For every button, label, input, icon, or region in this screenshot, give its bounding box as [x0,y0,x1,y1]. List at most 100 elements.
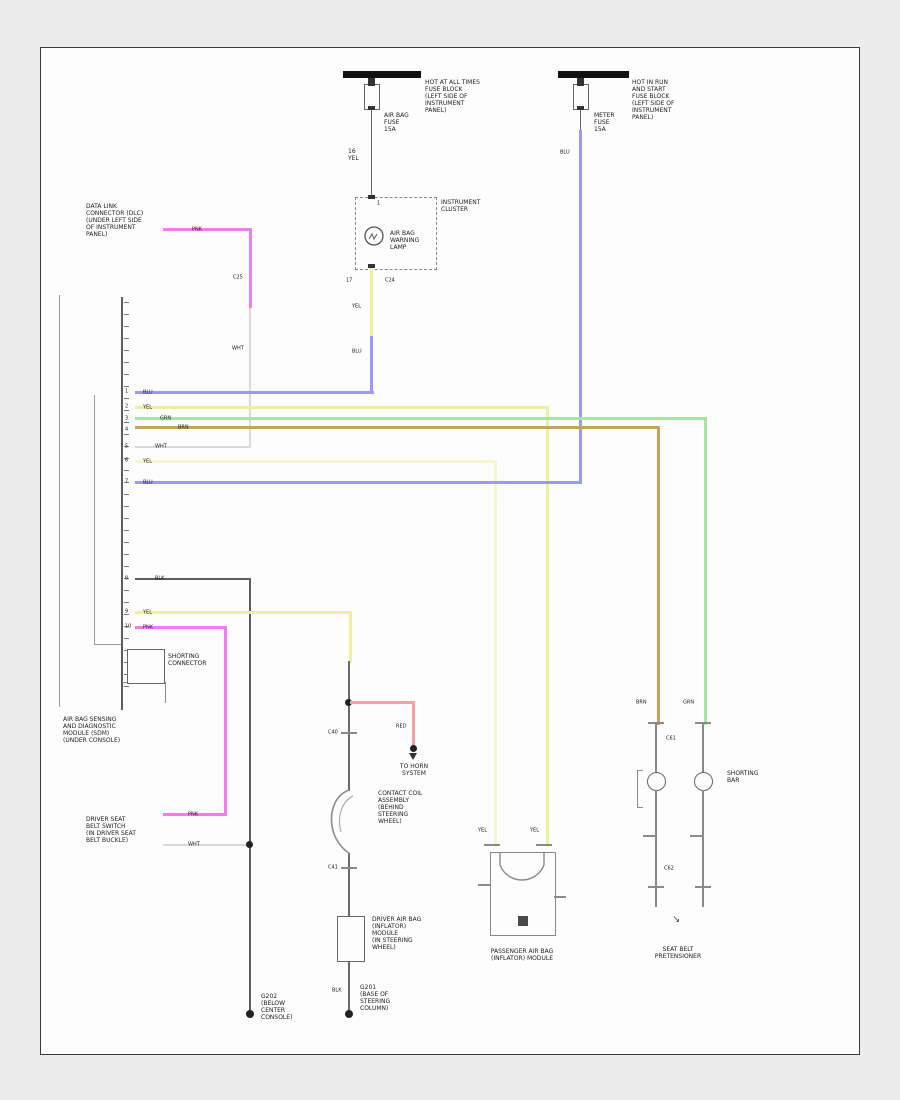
wire-label: YEL [143,609,152,616]
cluster-label: INSTRUMENT CLUSTER [441,199,481,214]
hot-note-left: HOT AT ALL TIMES FUSE BLOCK (LEFT SIDE O… [425,79,480,115]
pt-wire [655,724,657,772]
wire-red-horn-drop [412,701,415,747]
ground-junction-dot [246,841,253,848]
cluster-pin-bottom [368,264,375,268]
wire-brn-pt-left [657,426,660,725]
pt-conn-top-label: C61 [666,735,676,742]
coil-connector-tick [341,732,357,734]
wire-label-wht: WHT [188,841,200,848]
sdm-connector-spine [121,297,123,710]
wire-label: WHT [155,443,167,450]
passenger-airbag-label: PASSENGER AIR BAG (INFLATOR) MODULE [490,948,554,963]
cluster-pin-out-label: 17 [346,277,353,284]
wire-yel-row [135,406,549,409]
pt-wire [702,837,704,907]
ground-point-right [345,1010,353,1018]
wire-label-blk: BLK [332,987,342,994]
wire-coil-upper [348,661,350,791]
wire-pnk-belt-run [163,813,227,816]
wire-blu-cluster-drop [370,336,373,394]
wire-wht-dlc-drop [249,308,251,448]
wire-label: BLU [143,389,153,396]
wire-wht-belt-ground [163,844,251,846]
wire-pnk-belt-vert [224,626,227,816]
wire-label: BLU [143,479,153,486]
wire-label-blu: BLU [560,149,570,156]
fuse-terminal [368,82,375,86]
wire-label-yel: YEL [530,827,539,834]
wire-fuse-stub [580,110,581,132]
sdm-pin: 8 [125,575,129,582]
fuse-terminal [577,82,584,86]
wire-pnk-belt-row [135,626,227,629]
sdm-foot-drop [165,682,166,703]
wire-label: BRN [178,424,189,431]
wire-blk-ground-row [135,578,251,580]
coil-conn-top-label: C40 [328,729,338,736]
sdm-pin: 5 [125,443,129,450]
wire-label-wht: WHT [232,345,244,352]
diagram-frame [40,47,860,1055]
wire-brn-row [135,426,660,429]
module-connector-tick [484,844,500,846]
cluster-pin-in-label: 1 [377,200,381,207]
ground-left-label: G202 (BELOW CENTER CONSOLE) [261,993,293,1022]
contact-coil-icon [330,789,354,855]
wire-blk-ground-vert [249,578,251,1014]
squib-element [518,916,528,926]
shorting-bracket [637,770,638,808]
warning-lamp-label: AIR BAG WARNING LAMP [390,230,420,252]
wire-fuse-to-cluster [371,110,372,197]
cluster-pin-top [368,195,375,199]
horn-node-dot [410,745,417,752]
shorting-connector-box [127,649,165,684]
shorting-bar-circle [647,772,666,791]
wire-yel-coil-drop [349,611,352,663]
sdm-bracket-inner [94,395,95,645]
sdm-pin: 4 [125,426,129,433]
wire-label-grn: GRN [683,699,695,706]
fuse-note-right: METER FUSE 15A [594,112,615,134]
ground-point-left [246,1010,254,1018]
bus-pin [368,78,375,82]
pt-connector-tick [648,886,664,888]
shorting-connector-label: SHORTING CONNECTOR [168,653,207,668]
pt-wire [702,724,704,772]
wire-yel-pab-right [546,406,549,847]
wire-blu-ignition-vert [579,130,582,483]
pt-wire [702,790,704,836]
wire-label-pnk: PNK [188,811,199,818]
wire-label-red: RED [396,723,407,730]
pt-connector-tick [643,835,657,837]
dlc-conn-label: C25 [233,274,243,281]
pt-connector-tick [648,722,664,724]
sdm-pin: 7 [125,478,129,485]
wire-label: YEL [143,404,152,411]
horn-junction-dot [345,699,352,706]
wire-pnk-dlc [163,228,252,231]
wire-label-yel: YEL [352,303,361,310]
instrument-cluster-box [355,197,437,270]
sdm-pin: 3 [125,415,129,422]
hot-note-right: HOT IN RUN AND START FUSE BLOCK (LEFT SI… [632,79,675,122]
shorting-bar-label: SHORTING BAR [727,770,759,785]
wire-pyel-pab-left [494,460,497,847]
sdm-pin: 9 [125,608,129,615]
wire-label-blu: BLU [352,348,362,355]
module-side-tick [554,896,566,898]
coil-connector-tick [341,867,357,869]
hot-bus-bar-left [343,71,421,78]
bus-pin [577,78,584,82]
to-horn-label: TO HORN SYSTEM [399,763,429,778]
contact-coil-label: CONTACT COIL ASSEMBLY (BEHIND STEERING W… [378,790,423,826]
wire-label: GRN [160,415,172,422]
wire-blu-ignition-row [135,481,582,484]
pretensioner-label: SEAT BELT PRETENSIONER [654,946,702,961]
wire-grn-row [135,417,707,420]
wire-label-brn: BRN [636,699,647,706]
sdm-label: AIR BAG SENSING AND DIAGNOSTIC MODULE (S… [63,716,121,745]
driver-airbag-label: DRIVER AIR BAG (INFLATOR) MODULE (IN STE… [372,916,422,952]
ground-right-label: G201 (BASE OF STEERING COLUMN) [360,984,391,1013]
